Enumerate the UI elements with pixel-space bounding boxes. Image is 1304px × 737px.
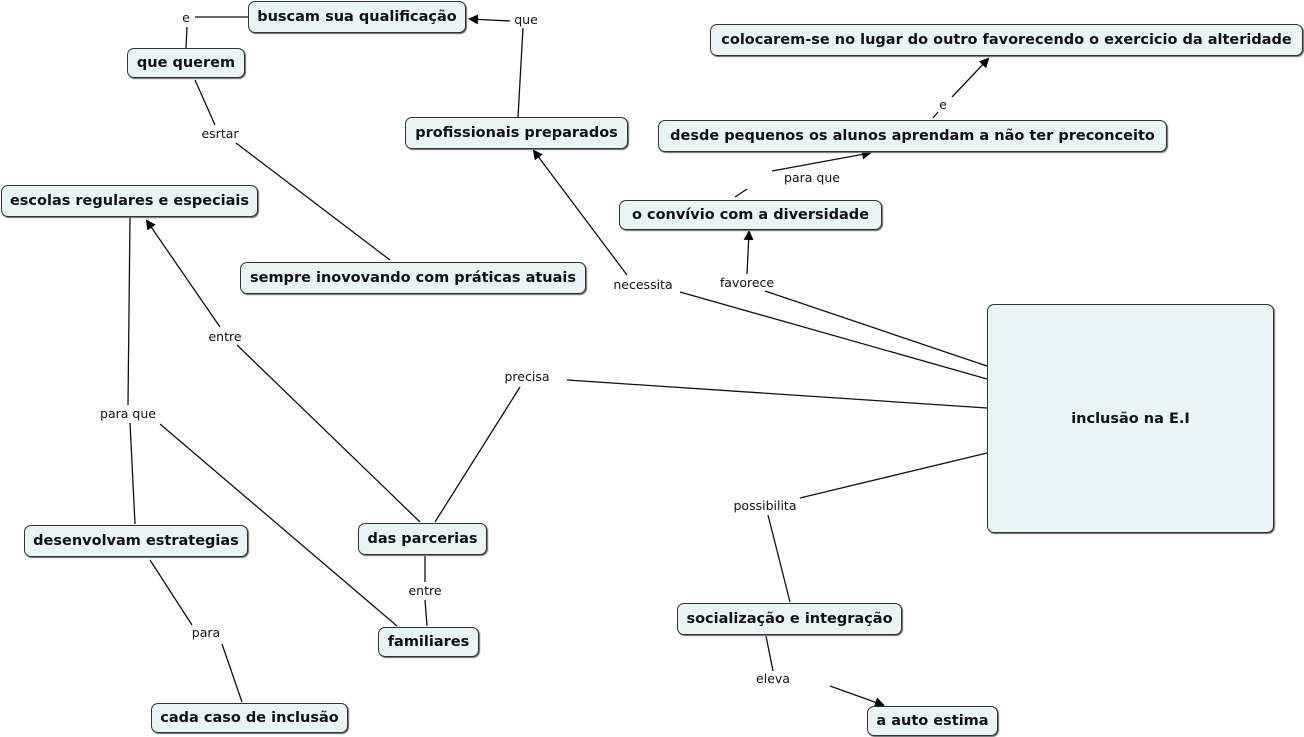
concept-sempre-inovovando[interactable]: sempre inovovando com práticas atuais	[240, 262, 586, 294]
link-phrase-precisa[interactable]: precisa	[502, 369, 552, 384]
link-phrase-eleva[interactable]: eleva	[754, 671, 792, 686]
concept-familiares[interactable]: familiares	[378, 627, 479, 657]
edge-entre-escolas	[145, 219, 221, 328]
link-phrase-e[interactable]: e	[180, 10, 192, 25]
concept-inclusao-na-ei[interactable]: inclusão na E.I	[987, 304, 1274, 533]
link-phrase-que[interactable]: que	[512, 12, 540, 27]
edge-possibilita-socializacao	[767, 514, 791, 603]
edge-esrtar-querem	[194, 79, 216, 126]
link-phrase-favorece[interactable]: favorece	[717, 275, 777, 290]
edge-e-desde	[932, 111, 939, 119]
edge-e-colocarem	[951, 57, 990, 98]
concept-profissionais-preparados[interactable]: profissionais preparados	[405, 117, 628, 149]
link-phrase-para-que-convivio[interactable]: para que	[782, 170, 842, 185]
concept-socializacao-e-integracao[interactable]: socialização e integração	[677, 603, 902, 635]
edge-que-buscam	[468, 14, 511, 25]
edge-eleva-socializacao	[765, 635, 774, 672]
link-phrase-esrtar[interactable]: esrtar	[199, 126, 241, 141]
link-phrase-entre-escolas[interactable]: entre	[206, 329, 244, 344]
edge-e-querem	[185, 26, 188, 49]
edge-entre-parcerias	[236, 344, 421, 523]
link-phrase-possibilita[interactable]: possibilita	[731, 498, 799, 513]
link-phrase-necessita[interactable]: necessita	[611, 277, 675, 292]
edge-necessita-profissionais	[532, 149, 628, 276]
edge-possibilita-inclusao	[799, 452, 988, 499]
concept-desenvolvam-estrategias[interactable]: desenvolvam estrategias	[24, 525, 248, 557]
edge-que-profissionais	[517, 27, 524, 118]
edge-necessita-inclusao	[679, 291, 988, 380]
edge-eleva-auto	[829, 685, 885, 708]
edge-para-cada	[221, 643, 243, 703]
concept-a-auto-estima[interactable]: a auto estima	[867, 706, 998, 736]
edge-favorece-convivio	[743, 230, 754, 275]
concept-desde-pequenos[interactable]: desde pequenos os alunos aprendam a não …	[658, 120, 1167, 152]
concept-buscam-sua-qualificacao[interactable]: buscam sua qualificação	[248, 1, 466, 33]
edge-paraque-desde	[771, 149, 872, 172]
edge-paraque-escolas	[127, 217, 131, 406]
edge-favorece-inclusao	[764, 290, 988, 367]
concept-convivio-com-a-diversidade[interactable]: o convívio com a diversidade	[619, 200, 882, 230]
edge-paraque-desenvolvam	[129, 422, 136, 525]
edge-paraque-convivio	[734, 188, 748, 198]
link-phrase-para-que-escolas[interactable]: para que	[98, 406, 158, 421]
concept-das-parcerias[interactable]: das parcerias	[358, 523, 487, 555]
link-phrase-entre-familiares[interactable]: entre	[406, 583, 444, 598]
concept-cada-caso-de-inclusao[interactable]: cada caso de inclusão	[151, 703, 348, 733]
concept-colocarem-se-no-lugar-do-outro[interactable]: colocarem-se no lugar do outro favorecen…	[710, 24, 1303, 56]
concept-que-querem[interactable]: que querem	[127, 48, 245, 78]
concept-escolas-regulares-e-especiais[interactable]: escolas regulares e especiais	[1, 185, 258, 217]
edge-para-desenvolvam	[149, 559, 193, 626]
link-phrase-para[interactable]: para	[189, 625, 223, 640]
edge-entre2-familiares	[424, 599, 428, 627]
edge-precisa-inclusao	[566, 379, 988, 409]
edge-paraque-familiares	[159, 423, 398, 627]
edge-precisa-parcerias	[434, 386, 521, 523]
link-phrase-e-alteridade[interactable]: e	[937, 97, 949, 112]
edge-esrtar-sempre	[235, 142, 391, 261]
